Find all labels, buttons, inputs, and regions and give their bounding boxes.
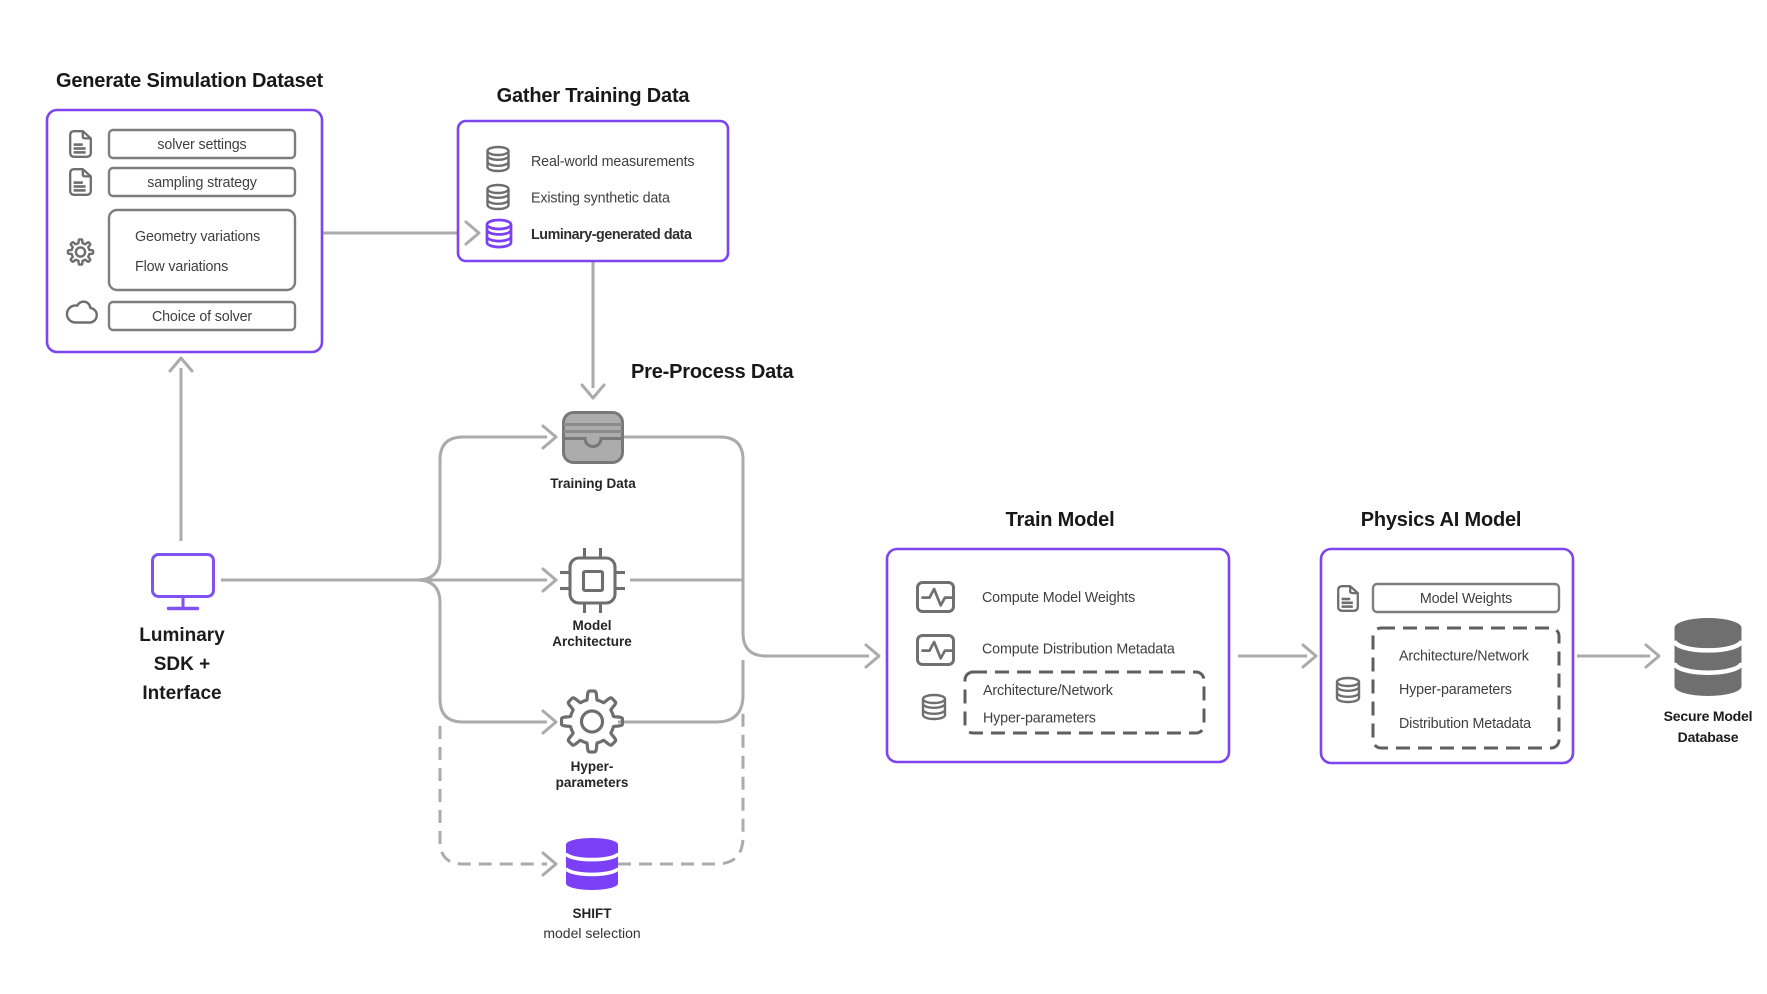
- svg-text:solver settings: solver settings: [157, 137, 246, 153]
- svg-text:parameters: parameters: [556, 775, 629, 790]
- svg-text:Compute Model Weights: Compute Model Weights: [982, 590, 1135, 606]
- svg-text:Hyper-parameters: Hyper-parameters: [983, 711, 1096, 727]
- svg-text:Train Model: Train Model: [1006, 509, 1115, 531]
- svg-text:SHIFT: SHIFT: [573, 906, 613, 921]
- svg-text:Existing synthetic data: Existing synthetic data: [531, 191, 670, 207]
- svg-text:Geometry variations: Geometry variations: [135, 229, 260, 245]
- svg-text:Luminary: Luminary: [139, 625, 225, 646]
- svg-text:Physics AI Model: Physics AI Model: [1361, 509, 1522, 531]
- svg-text:Pre-Process Data: Pre-Process Data: [631, 361, 795, 383]
- svg-text:sampling strategy: sampling strategy: [147, 175, 257, 191]
- svg-text:Compute Distribution Metadata: Compute Distribution Metadata: [982, 642, 1175, 658]
- svg-text:SDK +: SDK +: [154, 654, 211, 675]
- svg-text:Architecture: Architecture: [552, 634, 632, 649]
- svg-text:Interface: Interface: [142, 683, 221, 704]
- svg-text:Training Data: Training Data: [550, 476, 636, 491]
- svg-text:Distribution Metadata: Distribution Metadata: [1399, 716, 1531, 732]
- svg-text:Generate Simulation Dataset: Generate Simulation Dataset: [56, 70, 323, 92]
- svg-text:Hyper-: Hyper-: [571, 759, 614, 774]
- svg-text:Flow variations: Flow variations: [135, 259, 228, 275]
- svg-text:Model Weights: Model Weights: [1420, 591, 1512, 607]
- svg-text:Real-world measurements: Real-world measurements: [531, 154, 694, 170]
- svg-text:Choice of solver: Choice of solver: [152, 309, 252, 325]
- svg-text:Luminary-generated data: Luminary-generated data: [531, 227, 693, 243]
- svg-text:Architecture/Network: Architecture/Network: [983, 683, 1114, 699]
- svg-text:Architecture/Network: Architecture/Network: [1399, 649, 1530, 665]
- svg-text:Gather Training Data: Gather Training Data: [497, 85, 691, 107]
- svg-text:Secure Model: Secure Model: [1664, 708, 1753, 724]
- svg-text:Hyper-parameters: Hyper-parameters: [1399, 682, 1512, 698]
- svg-text:Database: Database: [1678, 729, 1739, 745]
- svg-text:model selection: model selection: [543, 925, 640, 941]
- svg-text:Model: Model: [573, 618, 612, 633]
